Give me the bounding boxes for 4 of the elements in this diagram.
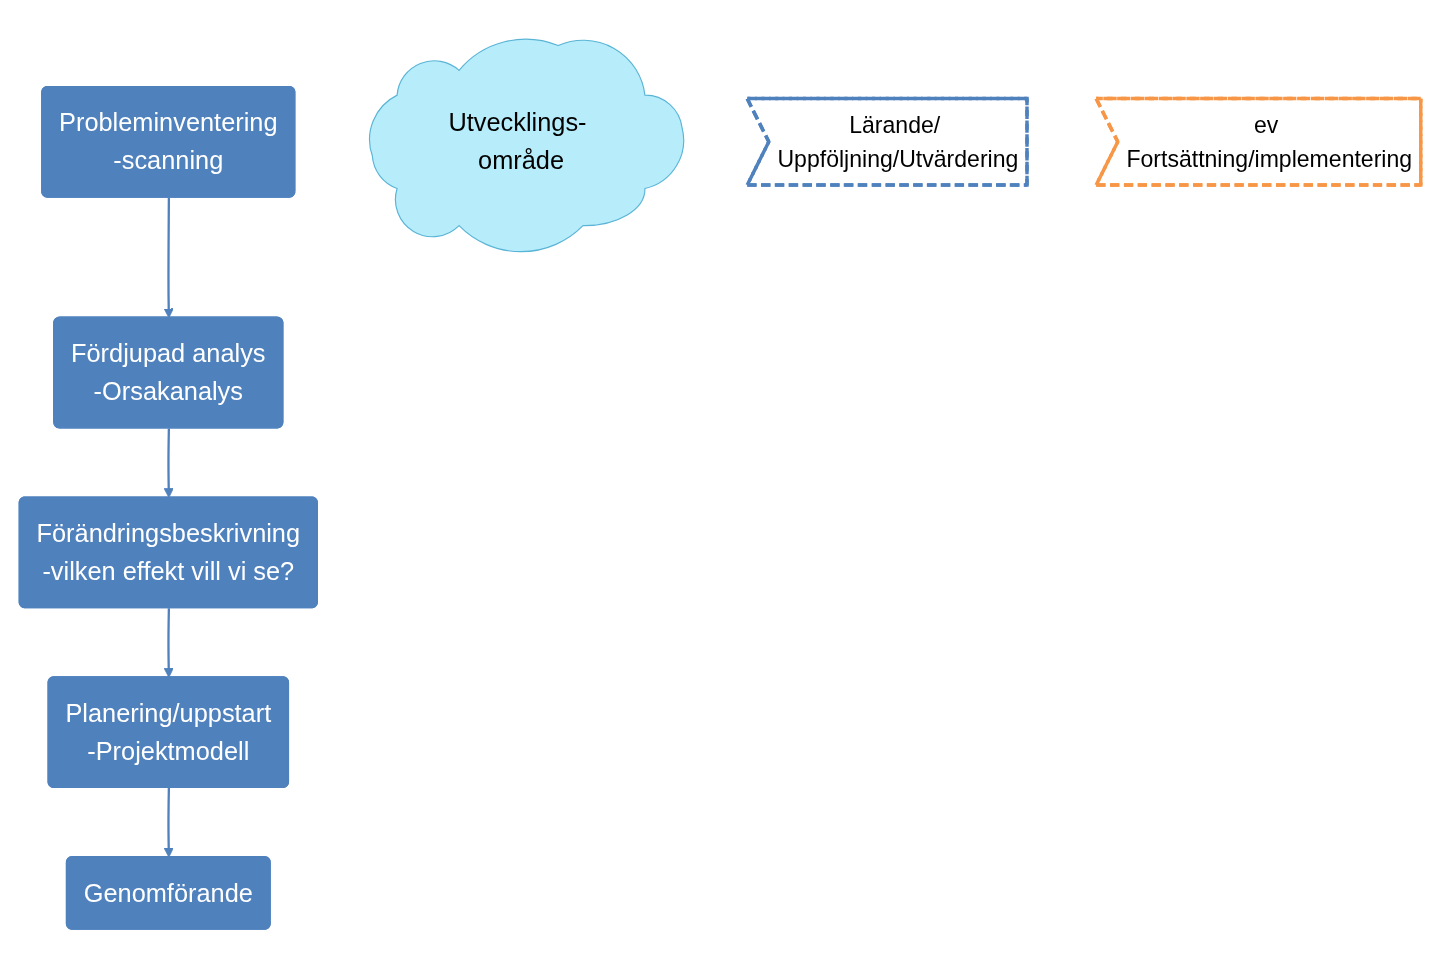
arrow [163, 428, 174, 498]
arrow [163, 608, 174, 678]
arrow [163, 197, 174, 318]
arrow [163, 787, 174, 858]
